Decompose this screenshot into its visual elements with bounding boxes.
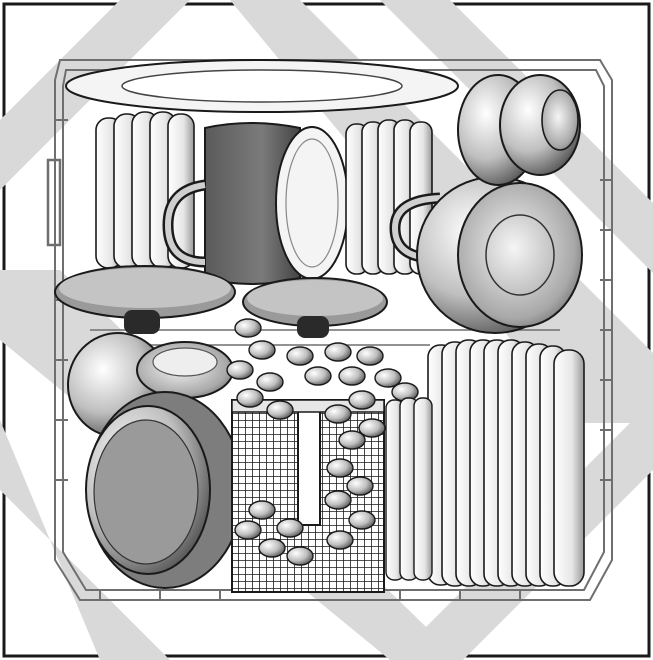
bowls-top-right — [457, 74, 581, 186]
spray-arm-left — [54, 265, 236, 334]
cutlery — [226, 318, 419, 566]
saucepan — [389, 176, 583, 334]
platter — [65, 59, 459, 113]
dishwasher-rack — [46, 59, 613, 601]
large-bowl — [85, 391, 244, 589]
spray-arm-right — [242, 277, 388, 338]
plates-middle — [385, 397, 433, 581]
plates-front-right — [427, 339, 585, 587]
